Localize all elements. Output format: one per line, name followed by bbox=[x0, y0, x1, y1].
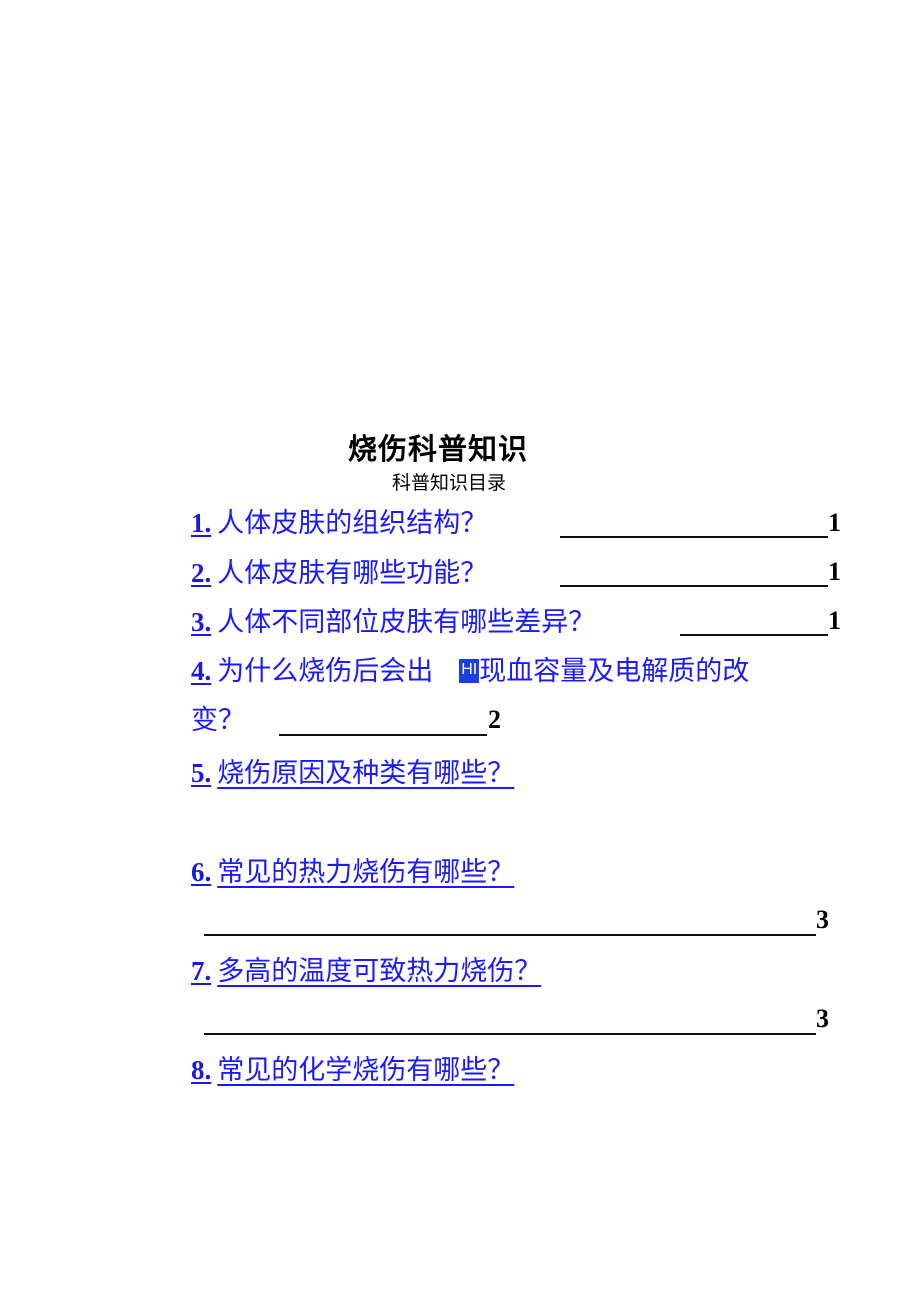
toc-entry-1[interactable]: 1.人体皮肤的组织结构？ bbox=[191, 506, 487, 541]
toc-entry-number[interactable]: 6. bbox=[191, 857, 212, 887]
toc-entry-link[interactable]: 常见的化学烧伤有哪些？ bbox=[217, 1055, 515, 1086]
toc-entry-number[interactable]: 4. bbox=[191, 656, 212, 686]
toc-entry-5[interactable]: 5.烧伤原因及种类有哪些？ bbox=[191, 756, 528, 791]
toc-entry-link[interactable]: 人体皮肤的组织结构？ bbox=[217, 508, 488, 539]
toc-page-number: 2 bbox=[488, 705, 501, 734]
toc-entry-link[interactable]: 多高的温度可致热力烧伤？ bbox=[217, 956, 542, 987]
toc-entry-number[interactable]: 1. bbox=[191, 508, 212, 538]
toc-entry-link[interactable]: 常见的热力烧伤有哪些？ bbox=[217, 857, 515, 888]
toc-page-number: 1 bbox=[828, 508, 841, 537]
toc-leader-line bbox=[204, 1033, 816, 1035]
toc-entry-link-continued[interactable]: 现血容量及电解质的改 bbox=[479, 656, 750, 687]
toc-entry-link[interactable]: 人体皮肤有哪些功能？ bbox=[217, 558, 488, 589]
toc-entry-number[interactable]: 8. bbox=[191, 1055, 212, 1085]
document-title: 烧伤科普知识 bbox=[348, 432, 529, 466]
toc-entry-link[interactable]: 烧伤原因及种类有哪些？ bbox=[217, 758, 515, 789]
toc-leader-line bbox=[560, 536, 828, 538]
toc-entry-link-continued[interactable]: 变？ bbox=[191, 705, 245, 736]
toc-page-number: 3 bbox=[816, 1004, 829, 1033]
toc-entry-number[interactable]: 3. bbox=[191, 607, 212, 637]
hi-highlight-badge: HI bbox=[459, 658, 480, 683]
toc-entry-3[interactable]: 3.人体不同部位皮肤有哪些差异？ bbox=[191, 605, 595, 640]
toc-entry-7[interactable]: 7.多高的温度可致热力烧伤？ bbox=[191, 954, 555, 989]
toc-entry-link[interactable]: 为什么烧伤后会出 bbox=[217, 656, 434, 687]
toc-leader-line bbox=[279, 734, 487, 736]
toc-entry-number[interactable]: 2. bbox=[191, 558, 212, 588]
toc-page-number: 3 bbox=[816, 905, 829, 934]
toc-page-number: 1 bbox=[828, 606, 841, 635]
toc-leader-line bbox=[560, 585, 828, 587]
toc-leader-line bbox=[204, 934, 816, 936]
toc-entry-4-line2[interactable]: 变？ bbox=[191, 704, 245, 738]
toc-entry-link[interactable]: 人体不同部位皮肤有哪些差异？ bbox=[217, 607, 596, 638]
toc-leader-line bbox=[680, 634, 828, 636]
document-subtitle: 科普知识目录 bbox=[392, 472, 507, 494]
toc-entry-4[interactable]: 4.为什么烧伤后会出 HI现血容量及电解质的改 bbox=[191, 654, 749, 689]
toc-entry-8[interactable]: 8.常见的化学烧伤有哪些？ bbox=[191, 1053, 528, 1088]
toc-entry-number[interactable]: 5. bbox=[191, 758, 212, 788]
toc-entry-2[interactable]: 2.人体皮肤有哪些功能？ bbox=[191, 556, 487, 591]
toc-page-number: 1 bbox=[828, 557, 841, 586]
toc-entry-6[interactable]: 6.常见的热力烧伤有哪些？ bbox=[191, 855, 528, 890]
toc-entry-number[interactable]: 7. bbox=[191, 956, 212, 986]
